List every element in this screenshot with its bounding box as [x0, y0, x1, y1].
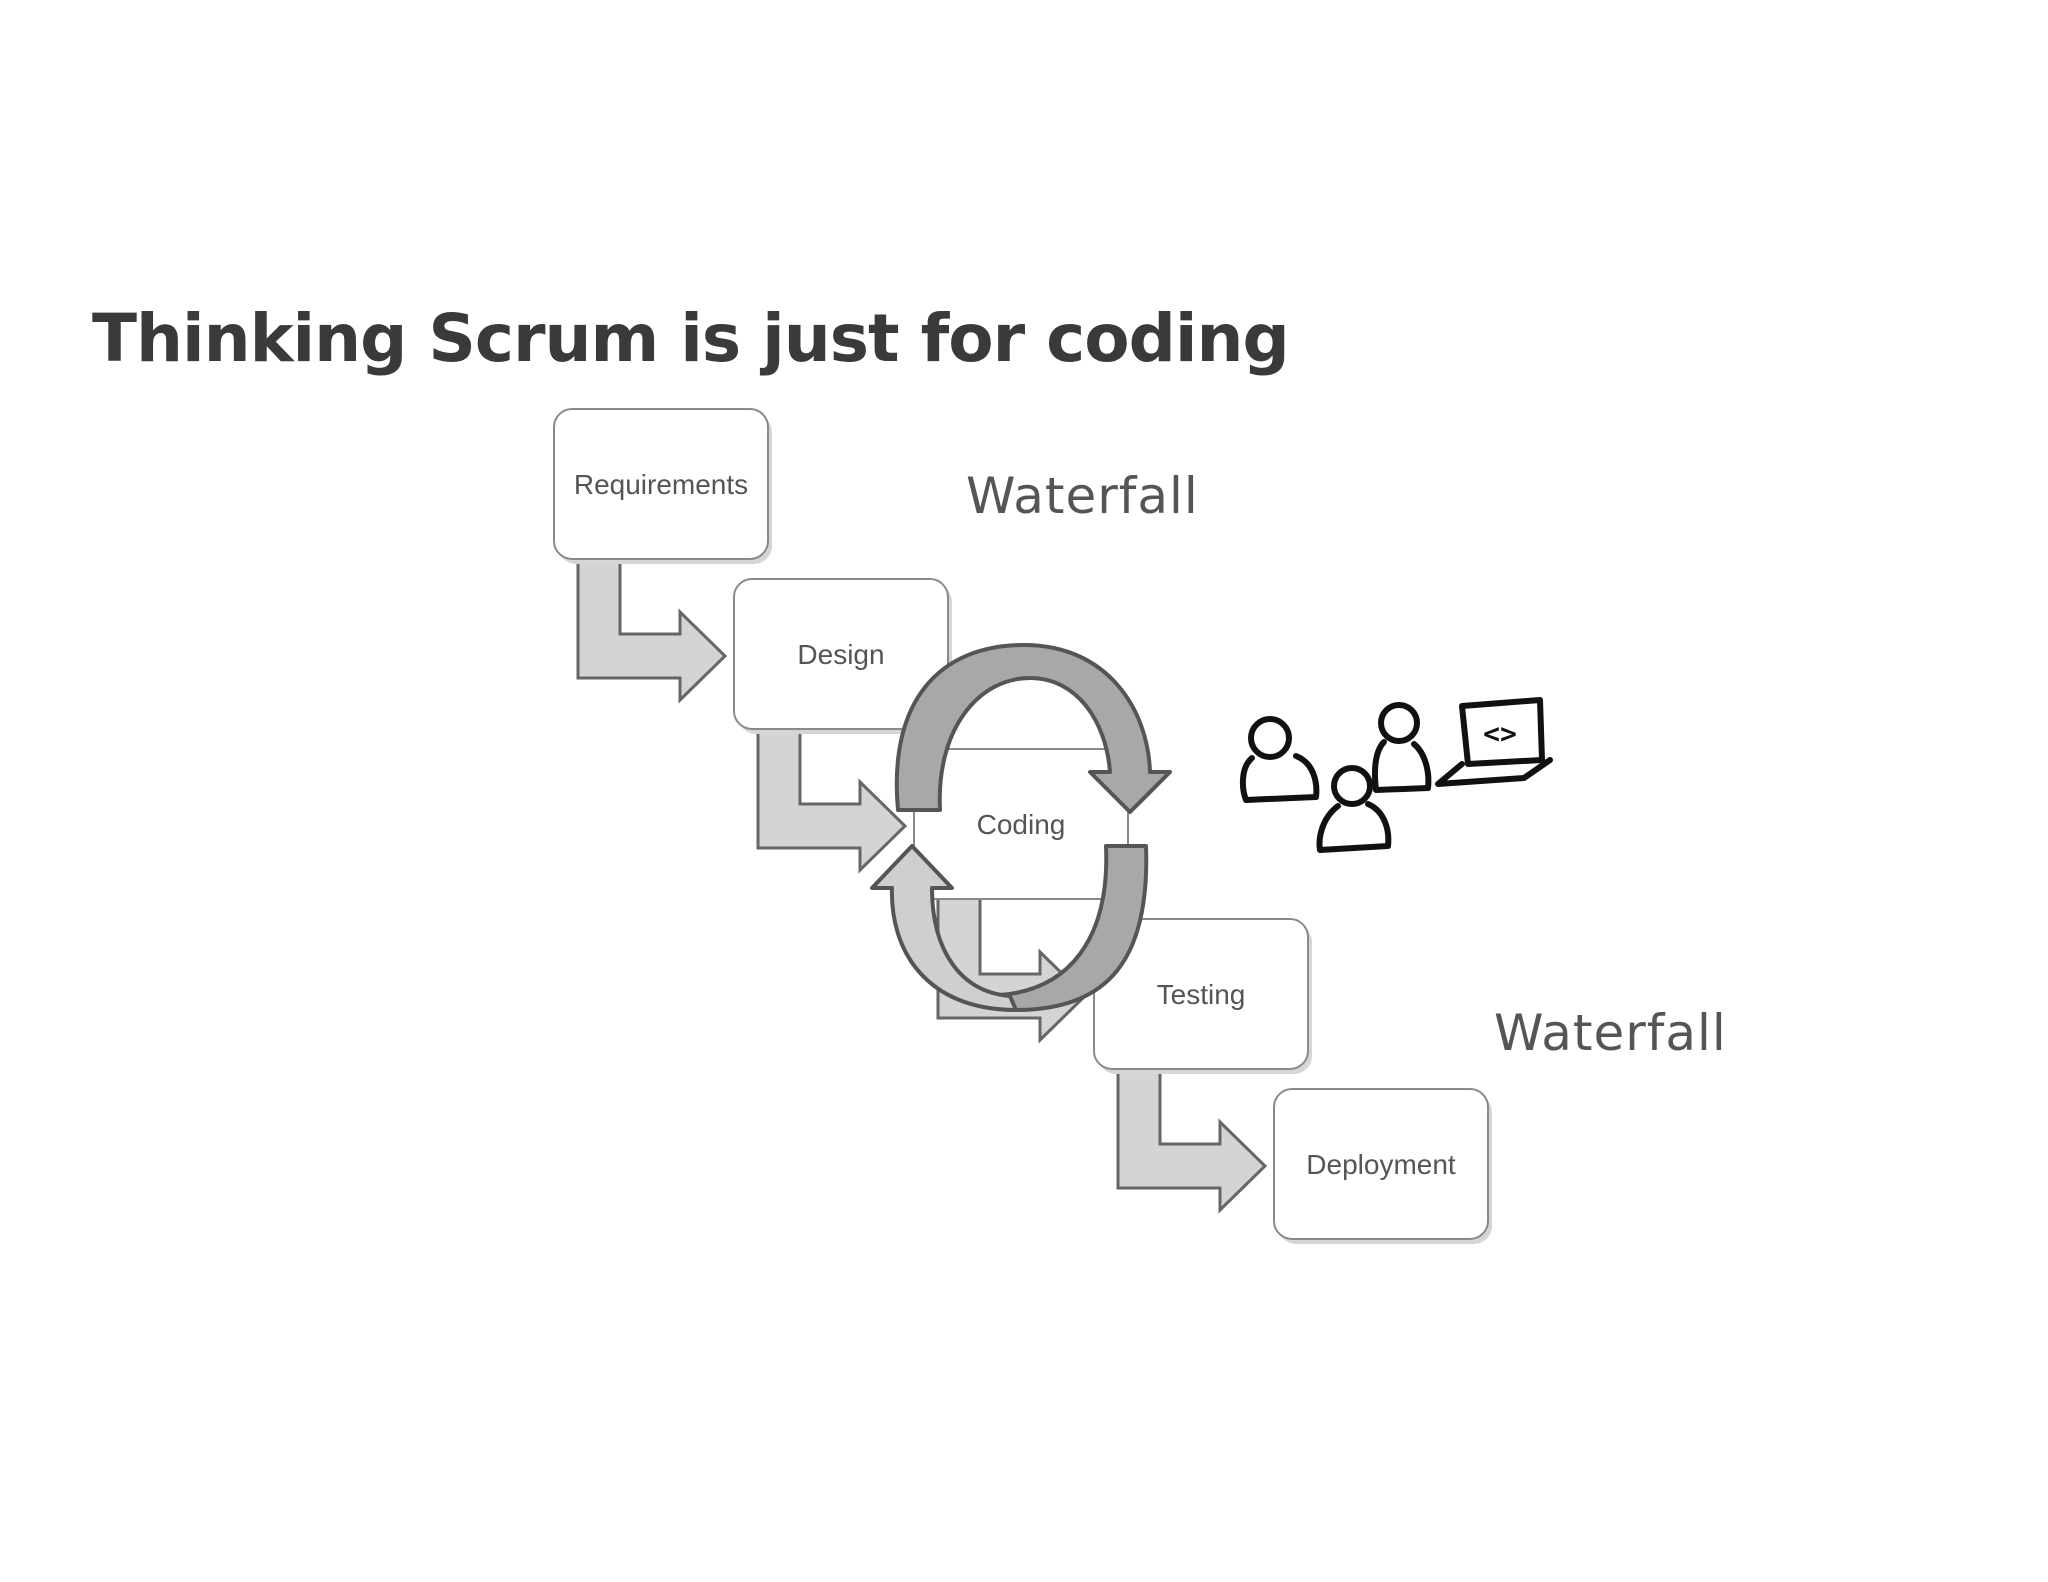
stage-label-testing: Testing	[1157, 979, 1246, 1010]
stage-label-deployment: Deployment	[1306, 1149, 1456, 1180]
stage-design: Design	[733, 578, 952, 734]
waterfall-label-top: Waterfall	[966, 467, 1199, 525]
stage-label-requirements: Requirements	[574, 469, 748, 500]
step-arrow-4	[1116, 1066, 1268, 1214]
people-icon	[1239, 702, 1432, 853]
waterfall-label-bottom: Waterfall	[1494, 1004, 1727, 1062]
step-arrow-1	[576, 556, 728, 704]
slide-title: Thinking Scrum is just for coding	[92, 300, 1290, 377]
stage-deployment: Deployment	[1273, 1088, 1492, 1244]
step-arrow-2	[756, 726, 908, 874]
stage-label-coding: Coding	[977, 809, 1066, 840]
laptop-code-symbol: <>	[1483, 717, 1517, 750]
laptop-icon: <>	[1435, 697, 1553, 787]
stage-label-design: Design	[797, 639, 884, 670]
stage-requirements: Requirements	[553, 408, 772, 564]
stage-testing: Testing	[1093, 918, 1312, 1074]
step-arrow-3	[936, 896, 1088, 1044]
cycle-arrows-icon	[870, 643, 1172, 1012]
